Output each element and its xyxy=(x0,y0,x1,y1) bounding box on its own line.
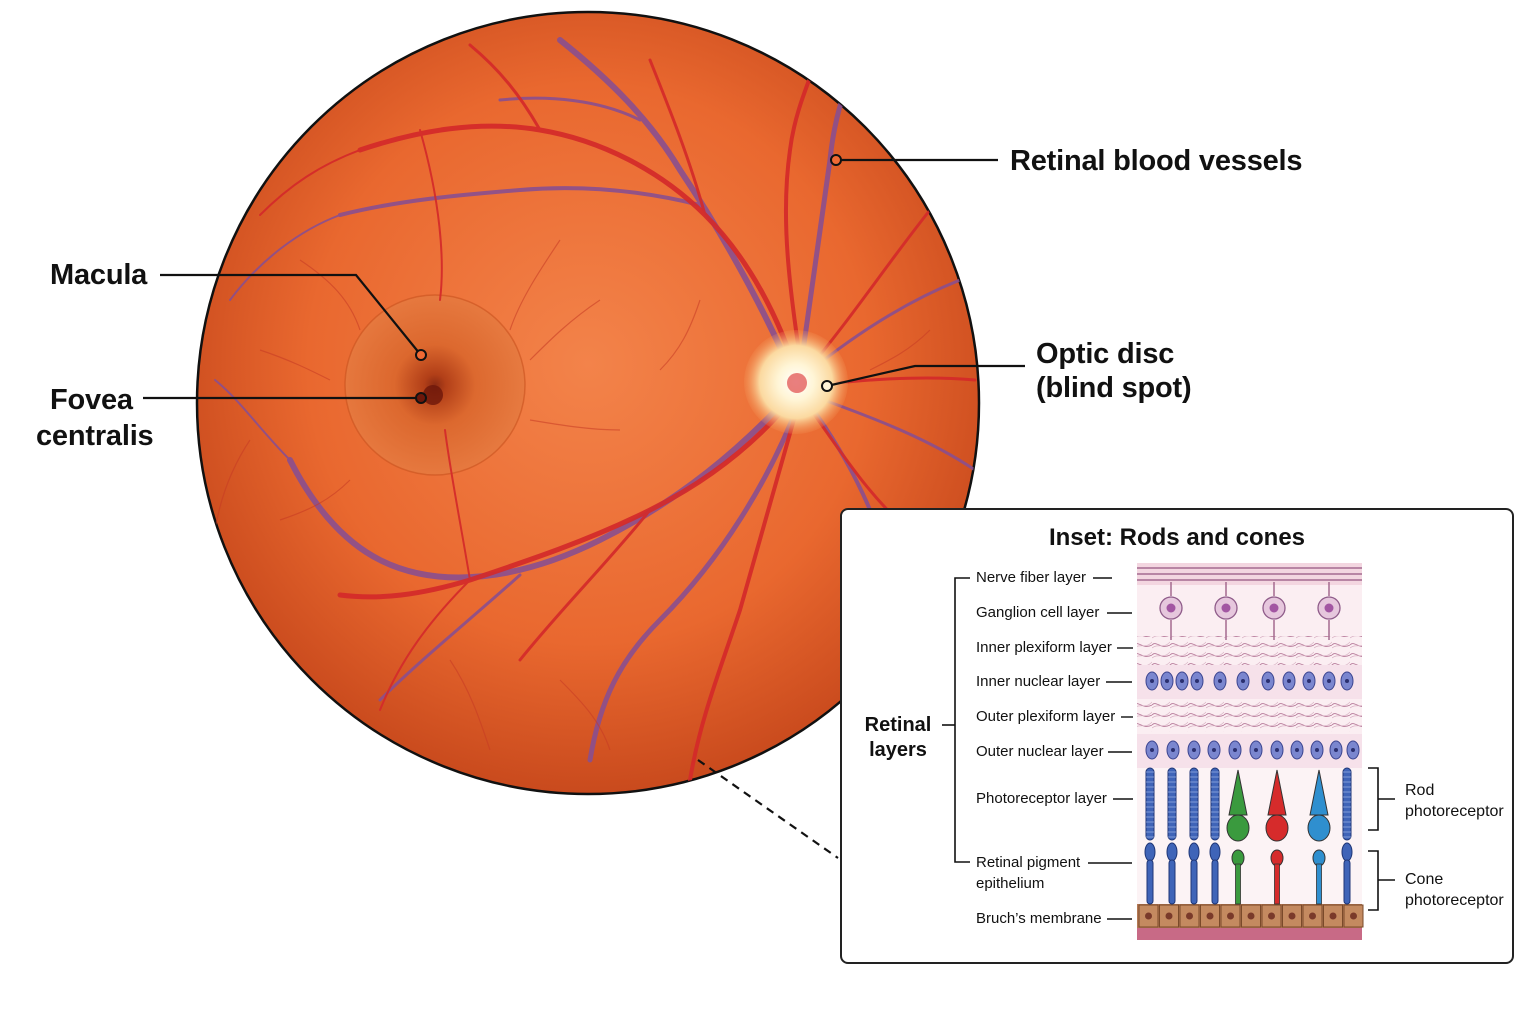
label-rod-line1: Rod xyxy=(1405,782,1435,799)
optic-cup xyxy=(787,373,807,393)
leader-lines xyxy=(143,158,1025,859)
layer-photoreceptor: Photoreceptor layer xyxy=(976,790,1107,807)
label-retinal-layers-line1: Retinal xyxy=(864,714,932,736)
label-fovea-line2: centralis xyxy=(36,420,154,452)
layer-bruchs-membrane: Bruch’s membrane xyxy=(976,910,1102,927)
layer-nerve-fiber: Nerve fiber layer xyxy=(976,569,1087,586)
label-rod-line2: photoreceptor xyxy=(1405,803,1504,820)
layer-outer-nuclear: Outer nuclear layer xyxy=(976,743,1104,760)
layer-rpe-line2: epithelium xyxy=(976,875,1045,892)
fundus-circle xyxy=(195,10,981,796)
fovea-pit xyxy=(423,385,443,405)
label-cone-line2: photoreceptor xyxy=(1405,892,1504,909)
macula-area xyxy=(345,295,525,475)
inset-title: Inset: Rods and cones xyxy=(1048,524,1306,551)
veins xyxy=(214,37,977,763)
layer-inner-plexiform: Inner plexiform layer xyxy=(976,639,1112,656)
label-macula: Macula xyxy=(50,259,148,291)
layer-rpe-line1: Retinal pigment xyxy=(976,854,1081,871)
label-cone-line1: Cone xyxy=(1405,871,1444,888)
label-retinal-layers-line2: layers xyxy=(869,739,927,761)
label-retinal-blood-vessels: Retinal blood vessels xyxy=(1010,145,1303,177)
label-optic-disc-line1: Optic disc xyxy=(1036,338,1175,370)
macula-rim xyxy=(344,294,526,476)
label-fovea-line1: Fovea xyxy=(50,384,133,416)
layer-ganglion-cell: Ganglion cell layer xyxy=(976,604,1100,621)
retinal-vessels xyxy=(214,37,977,782)
layer-outer-plexiform: Outer plexiform layer xyxy=(976,708,1116,725)
layer-inner-nuclear: Inner nuclear layer xyxy=(976,673,1101,690)
leader-dots xyxy=(415,154,842,404)
label-optic-disc-line2: (blind spot) xyxy=(1036,372,1192,404)
